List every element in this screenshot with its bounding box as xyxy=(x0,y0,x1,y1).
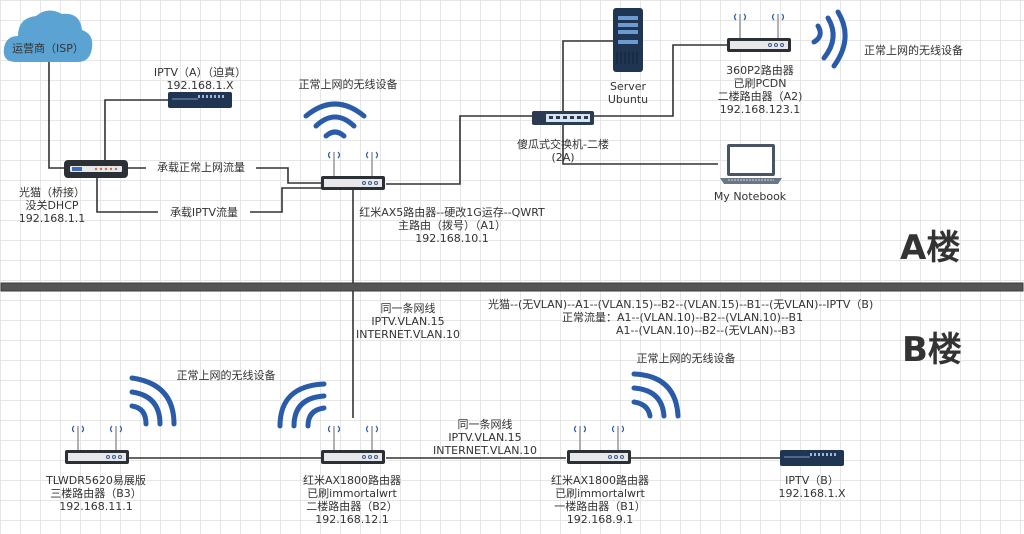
wire-switch-a2 xyxy=(590,44,728,117)
router-a1-device[interactable] xyxy=(320,146,386,192)
wire-a1-switch xyxy=(386,115,533,185)
router-a2-device[interactable] xyxy=(726,8,792,54)
server-device[interactable] xyxy=(613,8,643,72)
iptv-b-label: IPTV（B） 192.168.1.X xyxy=(778,474,846,500)
router-b3-device[interactable] xyxy=(64,420,130,466)
iptv-b-device[interactable] xyxy=(780,450,844,466)
router-icon xyxy=(65,425,129,464)
router-a2-label: 360P2路由器 已刷PCDN 二楼路由器（A2) 192.168.123.1 xyxy=(717,64,803,116)
router-a1-label: 红米AX5路由器--硬改1G运存--QWRT 主路由（拨号）（A1） 192.1… xyxy=(359,206,545,245)
building-a-label: A楼 xyxy=(900,228,961,268)
isp-cloud: 运营商（ISP） xyxy=(2,6,94,64)
server-icon xyxy=(613,8,643,72)
wifi-icon xyxy=(631,371,681,419)
router-b2-device[interactable] xyxy=(320,420,386,466)
building-b-label: B楼 xyxy=(902,330,962,370)
laptop-icon xyxy=(720,144,782,184)
switch-2a-label: 傻瓜式交换机-二楼 (2A) xyxy=(517,138,609,164)
wifi-signal-b1 xyxy=(630,370,686,420)
iptv-link-label: 承载IPTV流量 xyxy=(169,206,239,219)
router-icon xyxy=(567,425,631,464)
set-top-box-icon xyxy=(168,92,232,108)
router-icon xyxy=(727,13,791,52)
wifi-signal-b2 xyxy=(274,380,330,430)
wire-modem-a1-iptv xyxy=(96,176,322,213)
wifi-icon xyxy=(811,9,848,69)
wireless-b3-label: 正常上网的无线设备 xyxy=(176,369,276,382)
trunk-b2-b1-label: 同一条网线 IPTV.VLAN.15 INTERNET.VLAN.10 xyxy=(432,418,538,457)
router-b3-label: TLWDR5620易展版 三楼路由器（B3） 192.168.11.1 xyxy=(46,474,146,513)
wire-switch-server xyxy=(562,40,613,112)
wire-isp-modem xyxy=(48,60,66,169)
modem-icon xyxy=(64,160,128,178)
wire-switch-notebook xyxy=(562,122,718,165)
modem-device[interactable] xyxy=(64,160,128,178)
internet-link-label: 承载正常上网流量 xyxy=(157,161,245,174)
switch-2a-device[interactable] xyxy=(532,110,594,125)
wifi-icon xyxy=(277,381,327,429)
wireless-a1-label: 正常上网的无线设备 xyxy=(298,78,398,91)
isp-label: 运营商（ISP） xyxy=(12,42,84,55)
router-b1-device[interactable] xyxy=(566,420,632,466)
wireless-b1-label: 正常上网的无线设备 xyxy=(636,352,736,365)
notebook-label: My Notebook xyxy=(713,190,787,203)
notebook-device[interactable] xyxy=(718,144,784,186)
iptv-a-device[interactable] xyxy=(168,92,232,108)
switch-icon xyxy=(532,111,594,125)
router-icon xyxy=(321,151,385,190)
wire-modem-iptv-a xyxy=(104,99,170,160)
trunk-a1-b2-label: 同一条网线 IPTV.VLAN.15 INTERNET.VLAN.10 xyxy=(355,302,461,341)
wifi-signal-a2 xyxy=(806,8,856,70)
vlan-notes: 光猫--(无VLAN)--A1--(VLAN.15)--B2--(VLAN.15… xyxy=(488,298,874,337)
router-icon xyxy=(321,425,385,464)
wifi-icon xyxy=(129,375,177,427)
wifi-signal-b3 xyxy=(126,374,182,428)
modem-label: 光猫（桥接） 没关DHCP 192.168.1.1 xyxy=(18,186,86,225)
iptv-a-label: IPTV（A）（迫真） 192.168.1.X xyxy=(153,66,247,92)
server-label: Server Ubuntu xyxy=(607,80,649,106)
wire-modem-a1-internet xyxy=(128,167,322,184)
set-top-box-icon xyxy=(780,450,844,466)
floor-divider xyxy=(0,282,1024,292)
wifi-signal-a1 xyxy=(300,96,370,142)
router-b1-label: 红米AX1800路由器 已刷immortalwrt 一楼路由器（B1） 192.… xyxy=(550,474,650,526)
wifi-icon xyxy=(303,101,367,139)
cloud-icon xyxy=(3,10,93,63)
router-b2-label: 红米AX1800路由器 已刷immortalwrt 二楼路由器（B2） 192.… xyxy=(302,474,402,526)
wireless-a2-label: 正常上网的无线设备 xyxy=(864,44,963,57)
